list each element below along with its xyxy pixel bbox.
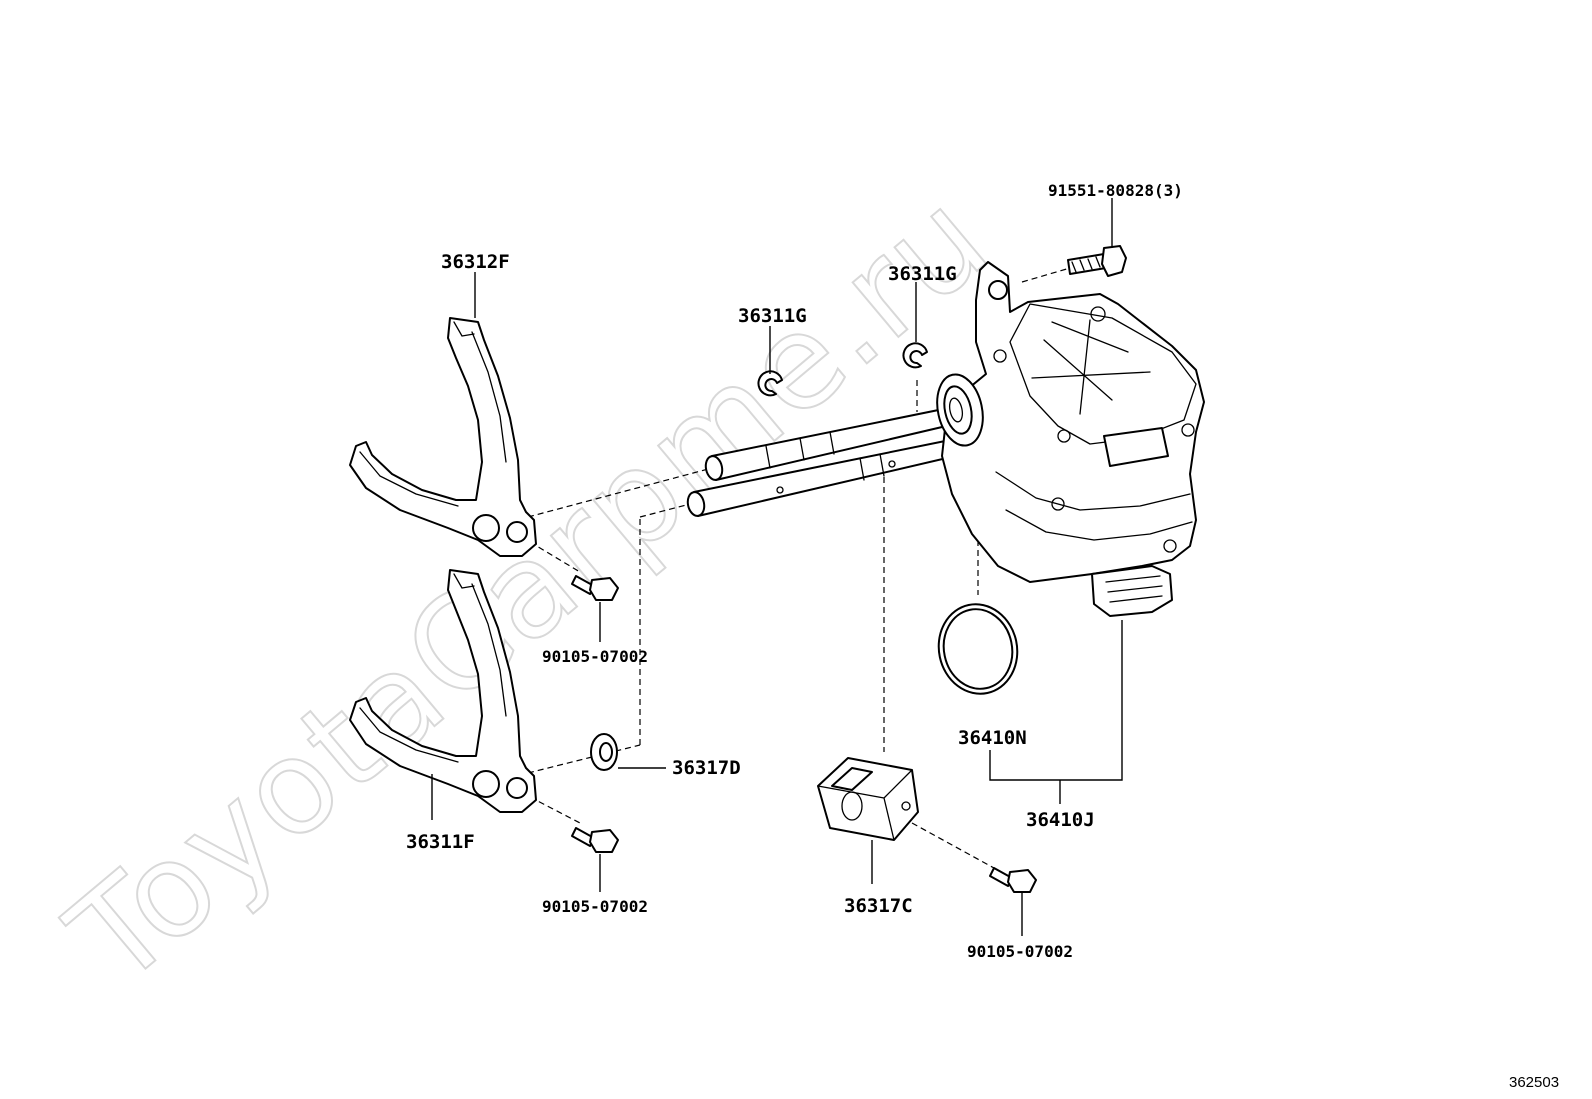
label-fork-upper: 36312F bbox=[441, 251, 510, 273]
label-bolt-fork-upper: 90105-07002 bbox=[542, 647, 648, 666]
label-bolt-fork-lower: 90105-07002 bbox=[542, 897, 648, 916]
label-washer: 36317D bbox=[672, 757, 741, 779]
bolt-fork-upper bbox=[571, 575, 619, 601]
part-labels: 36312F 36311F 36311G 36311G 91551-80828(… bbox=[406, 181, 1183, 961]
shift-actuator bbox=[936, 261, 1205, 617]
snap-ring-right bbox=[902, 342, 928, 369]
label-snap-ring-right: 36311G bbox=[888, 263, 957, 285]
shift-block bbox=[817, 757, 919, 841]
shift-fork-lower bbox=[349, 569, 537, 813]
label-snap-ring-left: 36311G bbox=[738, 305, 807, 327]
o-ring bbox=[937, 603, 1019, 695]
label-o-ring: 36410N bbox=[958, 727, 1027, 749]
shift-fork-upper bbox=[349, 317, 537, 557]
washer bbox=[590, 733, 618, 771]
label-block: 36317C bbox=[844, 895, 913, 917]
label-bolt-block: 90105-07002 bbox=[967, 942, 1073, 961]
bolt-actuator bbox=[1067, 245, 1127, 277]
illustration-code: 362503 bbox=[1509, 1074, 1559, 1091]
label-bolt-actuator: 91551-80828(3) bbox=[1048, 181, 1183, 200]
bolt-block bbox=[989, 867, 1037, 893]
snap-ring-left bbox=[757, 370, 783, 397]
bolt-fork-lower bbox=[571, 827, 619, 853]
leader-lines bbox=[431, 198, 1123, 936]
watermark-text: ToyotaCarpme.ru bbox=[41, 162, 1016, 1015]
label-fork-lower: 36311F bbox=[406, 831, 475, 853]
label-actuator-assy: 36410J bbox=[1026, 809, 1095, 831]
actuator-connector bbox=[1091, 565, 1173, 617]
